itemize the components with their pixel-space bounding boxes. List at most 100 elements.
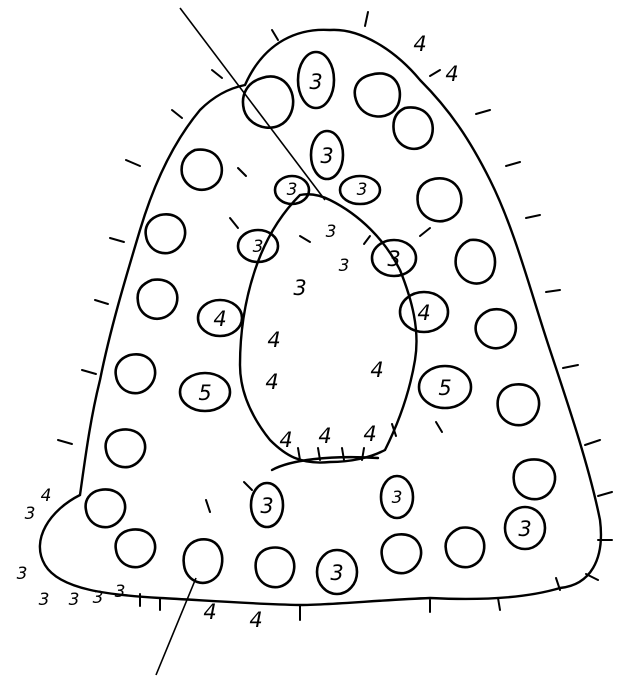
- ring-labeled: [178, 371, 232, 413]
- outer-chain: [38, 28, 603, 607]
- chain-count-label: 3: [293, 276, 306, 300]
- ring: [392, 106, 434, 151]
- chain-stitch-counts: 4 4 3 3 3 4 4 4 4 4 4 3 4 3 3 3 3 3 4 4: [17, 32, 459, 632]
- ring: [496, 382, 541, 427]
- picot: [585, 573, 599, 581]
- ring: [104, 428, 147, 469]
- ring: [180, 148, 224, 192]
- ring: [380, 532, 423, 575]
- ring: [144, 212, 187, 255]
- ring-count-label: 3: [309, 70, 322, 94]
- picot: [525, 214, 541, 219]
- chain-count-label: 3: [93, 588, 104, 608]
- ring-count-label: 4: [417, 301, 430, 325]
- ring: [416, 177, 463, 223]
- ring: [512, 458, 557, 501]
- chain-count-label: 4: [267, 328, 280, 352]
- picot: [94, 299, 109, 305]
- ring: [114, 528, 157, 569]
- bottom-leader-line: [155, 577, 197, 676]
- picot: [597, 491, 613, 497]
- chain-count-label: 4: [249, 608, 262, 632]
- picot: [545, 289, 561, 293]
- ring-labeled: [273, 174, 311, 206]
- picot: [109, 237, 125, 243]
- chain-count-label: 4: [413, 32, 426, 56]
- picot: [271, 29, 279, 41]
- ring-count-label: 3: [392, 488, 403, 508]
- picot: [125, 159, 141, 167]
- ring-count-label: 3: [253, 237, 264, 257]
- picot: [299, 235, 311, 243]
- ring-labeled: [338, 174, 382, 206]
- ring: [454, 238, 497, 285]
- picot: [317, 447, 321, 461]
- picot: [205, 499, 211, 513]
- picot: [361, 447, 365, 461]
- picot: [229, 217, 239, 229]
- chain-count-label: 3: [326, 222, 337, 242]
- ring: [84, 488, 127, 529]
- ring-count-label: 3: [287, 180, 298, 200]
- ring-count-label: 5: [438, 376, 451, 400]
- chain-count-label: 4: [265, 370, 278, 394]
- chain-count-label: 4: [203, 600, 216, 624]
- outer-chain-outline: [38, 28, 603, 607]
- diagonal-guide-line: [179, 7, 326, 201]
- chain-count-label: 4: [279, 428, 292, 452]
- ring-count-label: 3: [320, 144, 333, 168]
- picot: [391, 423, 397, 437]
- ring-count-label: 4: [213, 307, 226, 331]
- ring-labeled: [236, 228, 280, 264]
- ring: [353, 72, 402, 118]
- ring-labeled: [196, 298, 244, 338]
- chain-count-label: 4: [445, 62, 458, 86]
- picot: [555, 577, 561, 591]
- ring: [254, 546, 296, 589]
- ring-count-label: 3: [330, 561, 343, 585]
- ring-labeled: [315, 548, 359, 596]
- chain-count-label: 3: [69, 590, 80, 610]
- picot: [584, 439, 601, 446]
- chain-count-label: 3: [17, 564, 28, 584]
- picot: [81, 369, 97, 375]
- picot: [505, 161, 521, 167]
- ring-count-label: 3: [518, 517, 531, 541]
- ring-count-label: 5: [198, 381, 211, 405]
- ring-count-label: 3: [357, 180, 368, 200]
- ring: [474, 307, 518, 350]
- tatting-rings: [84, 50, 557, 596]
- picot: [237, 167, 247, 177]
- ring: [182, 538, 224, 585]
- inner-chain: [238, 193, 418, 464]
- picot: [475, 109, 491, 115]
- picot: [341, 447, 345, 461]
- picot: [429, 69, 441, 77]
- ring-labeled: [379, 474, 415, 520]
- ring-labeled: [296, 50, 336, 110]
- ring-stitch-counts: 3 3 3 3 3 4 5 3 4 5 3 3 3 3: [198, 70, 531, 585]
- chain-count-label: 3: [39, 590, 50, 610]
- chain-count-label: 4: [318, 424, 331, 448]
- picot: [171, 109, 183, 119]
- chain-count-label: 4: [370, 358, 383, 382]
- ring-labeled: [370, 238, 418, 278]
- ring-labeled: [503, 505, 547, 551]
- picot: [57, 439, 73, 445]
- chain-count-label: 4: [41, 486, 52, 506]
- picot: [297, 447, 301, 461]
- picot: [211, 69, 223, 79]
- ring: [241, 75, 295, 130]
- picot: [562, 364, 579, 369]
- guide-lines: [155, 7, 326, 676]
- ring-count-label: 3: [387, 247, 400, 271]
- chain-count-label: 3: [339, 256, 350, 276]
- chain-count-label: 3: [25, 504, 36, 524]
- ring-count-label: 3: [260, 494, 273, 518]
- picot: [363, 235, 371, 245]
- ring: [444, 526, 486, 569]
- picot: [419, 227, 431, 237]
- picot: [364, 11, 369, 27]
- ring-labeled: [398, 290, 450, 334]
